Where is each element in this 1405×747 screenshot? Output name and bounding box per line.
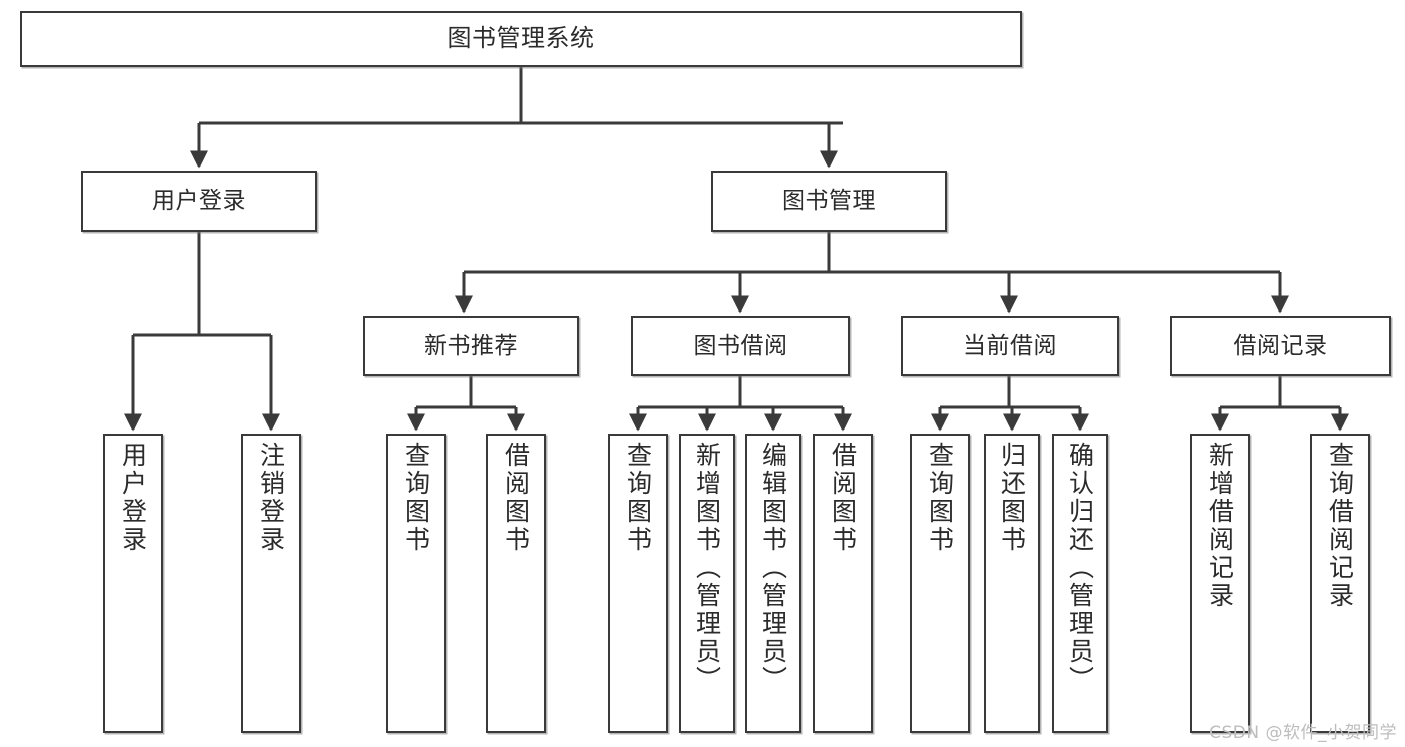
node-leaf-logout-label: 注销登录 — [256, 442, 286, 554]
node-user-login-label: 用户登录 — [152, 188, 246, 215]
node-leaf-edit-book-admin-label: 编辑图书（管理员） — [758, 442, 788, 694]
node-book-manage-label: 图书管理 — [782, 188, 876, 215]
node-leaf-query-book-recommend-label: 查询图书 — [401, 442, 431, 554]
node-root-label: 图书管理系统 — [447, 24, 595, 53]
node-leaf-query-book-current-label: 查询图书 — [925, 442, 955, 554]
node-leaf-borrow-book[interactable]: 借阅图书 — [813, 434, 873, 733]
node-leaf-edit-book-admin[interactable]: 编辑图书（管理员） — [745, 434, 801, 733]
watermark: CSDN @软件_小贺同学 — [1209, 723, 1397, 743]
node-leaf-query-book-recommend[interactable]: 查询图书 — [386, 434, 446, 733]
node-leaf-borrow-book-label: 借阅图书 — [828, 442, 858, 554]
node-leaf-logout[interactable]: 注销登录 — [241, 434, 301, 733]
node-leaf-confirm-return-admin[interactable]: 确认归还（管理员） — [1052, 434, 1108, 733]
node-leaf-query-book-current[interactable]: 查询图书 — [910, 434, 970, 733]
node-leaf-add-book-admin[interactable]: 新增图书（管理员） — [679, 434, 735, 733]
node-borrow-record-label: 借阅记录 — [1233, 332, 1328, 359]
node-leaf-query-borrow-record-label: 查询借阅记录 — [1325, 442, 1355, 610]
node-leaf-borrow-book-recommend[interactable]: 借阅图书 — [486, 434, 546, 733]
node-leaf-query-book-borrow[interactable]: 查询图书 — [608, 434, 668, 733]
node-leaf-add-borrow-record[interactable]: 新增借阅记录 — [1190, 434, 1250, 733]
node-current-borrow[interactable]: 当前借阅 — [901, 316, 1119, 376]
node-leaf-borrow-book-recommend-label: 借阅图书 — [501, 442, 531, 554]
node-book-borrow-label: 图书借阅 — [693, 332, 788, 359]
node-user-login[interactable]: 用户登录 — [81, 171, 317, 232]
node-new-book-recommend-label: 新书推荐 — [424, 332, 518, 359]
node-leaf-user-login-label: 用户登录 — [118, 442, 148, 554]
node-leaf-add-borrow-record-label: 新增借阅记录 — [1205, 442, 1235, 610]
node-book-borrow[interactable]: 图书借阅 — [631, 316, 850, 376]
node-current-borrow-label: 当前借阅 — [963, 332, 1057, 359]
node-leaf-confirm-return-admin-label: 确认归还（管理员） — [1065, 442, 1095, 694]
node-leaf-add-book-admin-label: 新增图书（管理员） — [692, 442, 722, 694]
node-leaf-query-book-borrow-label: 查询图书 — [623, 442, 653, 554]
node-leaf-user-login[interactable]: 用户登录 — [103, 434, 163, 733]
node-leaf-return-book[interactable]: 归还图书 — [984, 434, 1040, 733]
node-new-book-recommend[interactable]: 新书推荐 — [363, 316, 579, 376]
node-book-manage[interactable]: 图书管理 — [711, 171, 947, 232]
node-borrow-record[interactable]: 借阅记录 — [1170, 316, 1391, 376]
node-leaf-return-book-label: 归还图书 — [997, 442, 1027, 554]
node-leaf-query-borrow-record[interactable]: 查询借阅记录 — [1310, 434, 1370, 733]
node-root[interactable]: 图书管理系统 — [20, 11, 1022, 67]
